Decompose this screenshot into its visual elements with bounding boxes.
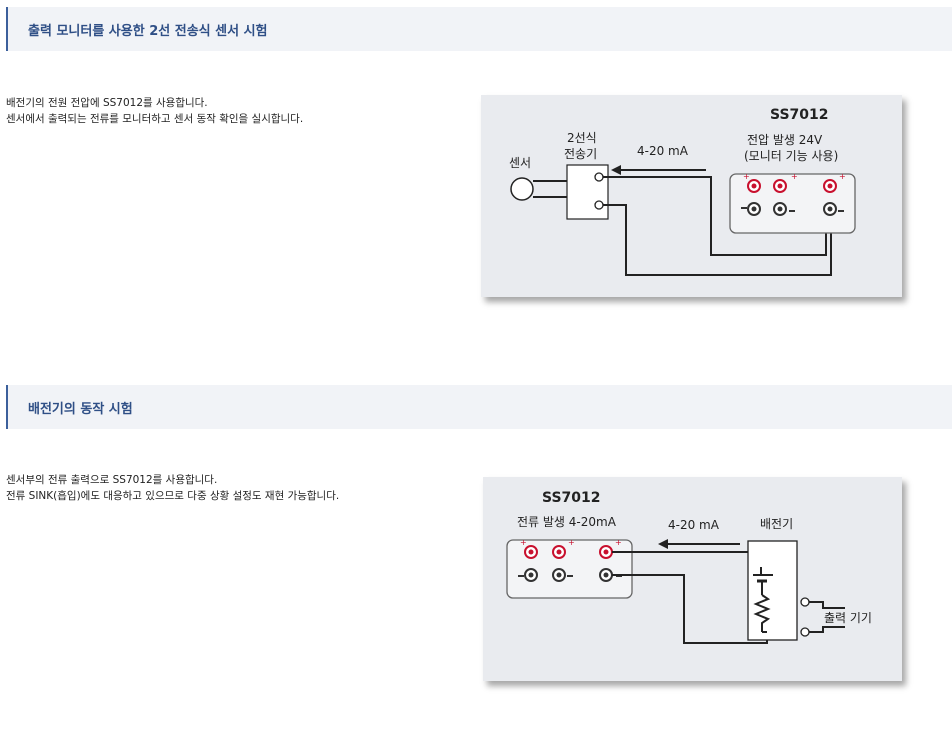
- svg-text:+: +: [520, 538, 527, 547]
- device-terminals: + + +: [741, 172, 846, 216]
- transmitter-box: [566, 164, 609, 220]
- wire-positive: [612, 551, 762, 567]
- svg-text:+: +: [615, 538, 622, 547]
- svg-text:+: +: [839, 172, 846, 181]
- output-wire: [809, 626, 845, 633]
- wire-loop-2: [603, 204, 832, 276]
- wiring-diagram-2: + + +: [506, 538, 845, 644]
- device-mode-label: 전압 발생 24V: [747, 133, 823, 147]
- current-arrow-head: [611, 165, 621, 175]
- device-mode-label: 전류 발생 4-20mA: [517, 515, 616, 529]
- resistor: [753, 594, 771, 632]
- diagram-distributor-test: + + + SS7012 전류 발생 4-20mA 4-20 mA 배전기 출력…: [483, 477, 902, 681]
- device-model-label: SS7012: [770, 107, 829, 123]
- wire-negative: [612, 574, 768, 644]
- svg-text:+: +: [791, 172, 798, 181]
- device-mode-sub-label: (모니터 기능 사용): [744, 149, 839, 163]
- svg-text:+: +: [568, 538, 575, 547]
- section-title-2: 배전기의 동작 시험: [28, 402, 133, 417]
- current-label: 4-20 mA: [668, 518, 719, 532]
- current-label: 4-20 mA: [637, 144, 688, 158]
- transmitter-label: 전송기: [564, 147, 598, 161]
- sensor-label: 센서: [509, 156, 532, 170]
- section-header-2: 배전기의 동작 시험: [6, 385, 952, 429]
- wire-loop-1: [603, 176, 827, 256]
- svg-text:+: +: [743, 172, 750, 181]
- wiring-diagram-1: + + +: [510, 164, 856, 276]
- section-description-1: 배전기의 전원 전압에 SS7012를 사용합니다. 센서에서 출력되는 전류를…: [6, 95, 303, 127]
- description-line: 센서에서 출력되는 전류를 모니터하고 센서 동작 확인을 실시합니다.: [6, 113, 304, 125]
- current-arrow-head: [658, 539, 668, 549]
- section-title-1: 출력 모니터를 사용한 2선 전송식 센서 시험: [28, 24, 268, 39]
- section-header-1: 출력 모니터를 사용한 2선 전송식 센서 시험: [6, 7, 952, 51]
- distributor-label: 배전기: [760, 517, 794, 531]
- description-line: 배전기의 전원 전압에 SS7012를 사용합니다.: [6, 97, 208, 109]
- output-terminal: [800, 597, 810, 607]
- output-wire: [809, 601, 845, 609]
- transmitter-terminal: [594, 200, 604, 210]
- sensor-wire: [533, 180, 567, 198]
- device-model-label: SS7012: [542, 490, 601, 506]
- output-device-label: 출력 기기: [824, 611, 872, 625]
- transmitter-label: 2선식: [567, 131, 597, 145]
- description-line: 전류 SINK(흡입)에도 대응하고 있으므로 다중 상황 설정도 재현 가능합…: [6, 490, 340, 502]
- distributor-box: [747, 540, 798, 641]
- transmitter-terminal: [594, 172, 604, 182]
- output-terminal: [800, 627, 810, 637]
- section-description-2: 센서부의 전류 출력으로 SS7012를 사용합니다. 전류 SINK(흡입)에…: [6, 472, 339, 504]
- sensor-circle: [510, 177, 534, 201]
- diagram-sensor-test: + + + SS7012 전압 발생 24V (모니터 기능 사용) 2선식 전…: [481, 95, 902, 297]
- description-line: 센서부의 전류 출력으로 SS7012를 사용합니다.: [6, 474, 218, 486]
